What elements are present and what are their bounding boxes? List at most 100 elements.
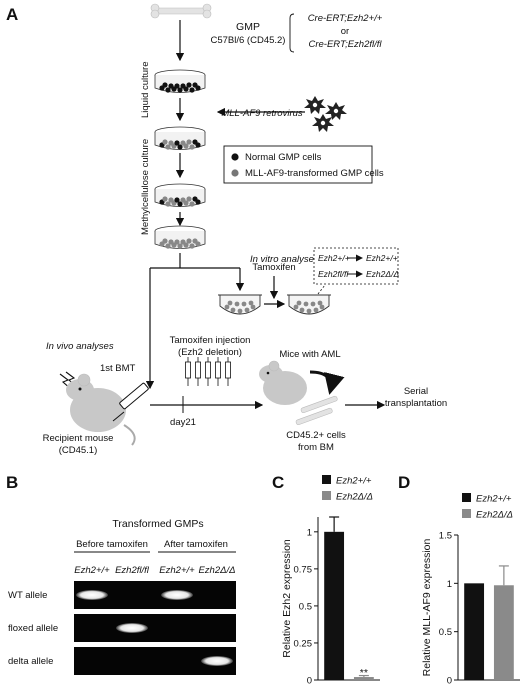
recipient-label-1: Recipient mouse	[43, 433, 114, 444]
cell-dot	[230, 307, 236, 313]
legend-swatch	[322, 491, 331, 500]
methylcellulose-dish-1	[154, 183, 206, 207]
cell-dot	[186, 82, 192, 88]
legend-label: Ezh2+/+	[336, 476, 372, 487]
y-tick-label: 0	[307, 676, 312, 685]
legend-transformed: MLL-AF9-transformed GMP cells	[245, 168, 384, 179]
cell-dot	[165, 243, 171, 249]
cell-dot	[186, 238, 192, 244]
cell-dot	[177, 87, 183, 93]
cell-dot	[224, 304, 230, 310]
y-tick-label: 0.5	[439, 627, 452, 638]
serial-label-2: transplantation	[385, 398, 447, 409]
cell-dot	[186, 139, 192, 145]
cell-dot	[299, 307, 305, 313]
cell-dot	[189, 87, 195, 93]
syringe-icon	[112, 382, 149, 422]
legend-label: Ezh2Δ/Δ	[476, 510, 513, 521]
cell-dot	[293, 304, 299, 310]
y-tick-label: 0.25	[294, 638, 313, 649]
gel-band	[201, 656, 233, 666]
gel-band	[116, 623, 148, 633]
cell-dot	[168, 197, 174, 203]
syringe-icon	[215, 361, 221, 379]
syringe-icon	[185, 361, 191, 379]
cell-dot	[189, 243, 195, 249]
gel-row-label: WT allele	[8, 590, 47, 601]
or-label: or	[341, 26, 349, 37]
cell-dot	[174, 83, 180, 89]
cell-dot	[168, 140, 174, 146]
cell-dot	[186, 196, 192, 202]
cell-dot	[174, 197, 180, 203]
aml-mouse-icon	[259, 360, 307, 405]
legend-label: Ezh2+/+	[476, 494, 512, 505]
cell-dot	[241, 301, 247, 307]
retrovirus-text: MLL-AF9 retrovirus	[221, 108, 303, 119]
normal-cell-swatch	[231, 153, 239, 161]
cell-dot	[313, 307, 319, 313]
methylcellulose-dish-2	[154, 225, 206, 249]
cell-dot	[168, 83, 174, 89]
day21-label: day21	[170, 417, 196, 428]
cell-dot	[162, 238, 168, 244]
liquid-culture-dish	[154, 69, 206, 93]
cell-dot	[296, 300, 302, 306]
in-vitro-well-1	[218, 294, 262, 315]
cell-dot	[162, 82, 168, 88]
deletion-box	[313, 247, 399, 285]
gel-band	[161, 590, 193, 600]
deletion-pointer	[317, 284, 326, 295]
bm-bone-icon	[295, 395, 338, 426]
cell-dot	[244, 307, 250, 313]
significance-marker: **	[360, 667, 368, 679]
gel-lane-label: Ezh2+/+	[159, 565, 195, 576]
cell-dot	[192, 196, 198, 202]
in-vitro-well-2	[287, 294, 331, 315]
legend-swatch	[322, 475, 331, 484]
liquid-culture-label: Liquid culture	[140, 61, 151, 118]
in-vitro-label: In vitro analyses	[250, 254, 319, 265]
cell-dot	[168, 239, 174, 245]
gel-strip	[74, 614, 236, 642]
gel-title: Transformed GMPs	[112, 518, 203, 530]
curved-arrow	[309, 370, 345, 395]
bar	[493, 585, 514, 680]
bar	[324, 531, 345, 680]
before-tamoxifen: Before tamoxifen	[76, 539, 148, 550]
gel-row-label: floxed allele	[8, 623, 58, 634]
genotype-bracket	[289, 13, 295, 53]
recipient-label-2: (CD45.1)	[59, 445, 98, 456]
legend-swatch	[462, 493, 471, 502]
cell-dot	[180, 83, 186, 89]
legend-normal: Normal GMP cells	[245, 152, 322, 163]
gel-lane-label: Ezh2Δ/Δ	[198, 565, 235, 576]
cell-dot	[180, 239, 186, 245]
methyl-culture-label: Methylcellulose culture	[140, 139, 151, 235]
cell-dot	[310, 301, 316, 307]
serial-label-1: Serial	[404, 386, 428, 397]
mice-aml-label: Mice with AML	[279, 349, 340, 360]
ezh2-deletion-label: (Ezh2 deletion)	[178, 347, 242, 358]
cell-dot	[177, 201, 183, 207]
tamoxifen-label: Tamoxifen	[252, 262, 295, 273]
in-vivo-label: In vivo analyses	[46, 341, 114, 352]
gel-row-label: delta allele	[8, 656, 53, 667]
tam-injection-label: Tamoxifen injection	[170, 335, 251, 346]
bmt-label: 1st BMT	[100, 363, 136, 374]
cell-dot	[174, 239, 180, 245]
cd45-label-1: CD45.2+ cells	[286, 430, 346, 441]
y-tick-label: 1.5	[439, 531, 452, 542]
cell-dot	[248, 300, 254, 306]
panel-a-label: A	[6, 5, 18, 24]
cell-dot	[303, 301, 309, 307]
panel-d-label: D	[398, 473, 410, 492]
syringe-icon	[225, 361, 231, 379]
recipient-mouse-icon	[66, 373, 136, 446]
cell-dot	[180, 140, 186, 146]
cell-dot	[319, 304, 325, 310]
transformed-cell-swatch	[231, 169, 239, 177]
